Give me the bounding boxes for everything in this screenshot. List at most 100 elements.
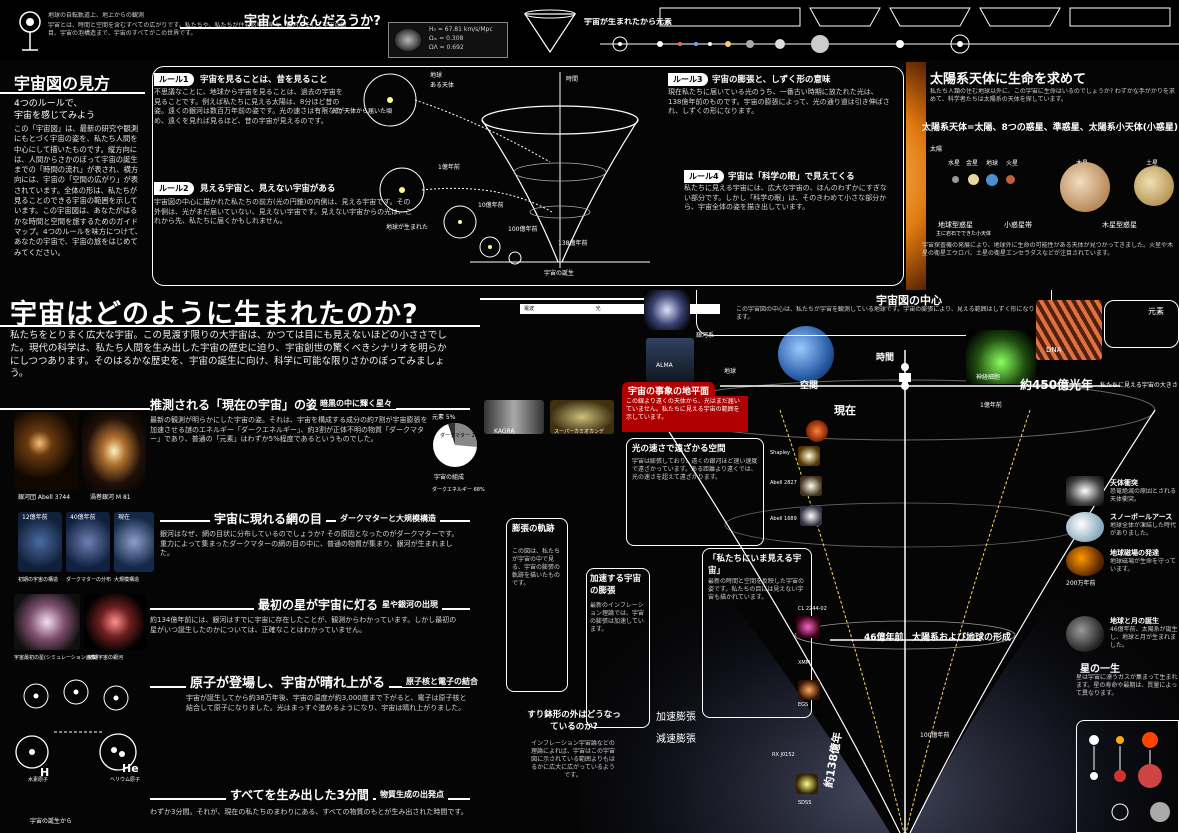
top-caption: 地球の自転軌道上、地上からの観測 bbox=[48, 12, 145, 19]
horizon-title: 宇宙の事象の地平面 bbox=[622, 382, 716, 399]
solar-body: 私たち人類の住む地球以外に、この宇宙に生命はいるのでしょうか? わずかな手がかり… bbox=[930, 88, 1175, 103]
snowball-title: スノーボールアース bbox=[1110, 513, 1173, 521]
diagram-mark-0: 1億年前 bbox=[438, 164, 460, 171]
accel-title: 加速する宇宙の膨張 bbox=[590, 574, 642, 596]
atom-he-caption: ヘリウム原子 bbox=[110, 777, 141, 783]
year200-label: 200万年前 bbox=[1066, 580, 1096, 587]
star-life-body: 星は宇宙に漂うガスが集まって生まれます。星の寿命や最期は、質量によって異なります… bbox=[1076, 674, 1178, 697]
track-body: この図は、私たちが宇宙の中で見る、宇宙の膨張の軌跡を描いたものです。 bbox=[512, 548, 561, 587]
galaxy-thumb-4 bbox=[798, 680, 820, 700]
year46-label: 46億年前 bbox=[864, 633, 904, 643]
structure-label-0: 12億年前 bbox=[22, 514, 48, 521]
composition-pie: 宇宙の組成 bbox=[430, 420, 480, 481]
planet-label-mars: 火星 bbox=[1006, 160, 1019, 167]
neuron-photo bbox=[966, 330, 1036, 384]
diagram-mark-2: 100億年前 bbox=[508, 226, 538, 233]
year10b-label: 100億年前 bbox=[920, 732, 950, 739]
center-title: 宇宙図の中心 bbox=[876, 294, 942, 307]
alma-label: ALMA bbox=[656, 362, 673, 369]
wave-bar bbox=[480, 298, 680, 300]
belt-sub: 主に岩石でできた小天体 bbox=[936, 231, 992, 237]
rule2-tag: ルール2 bbox=[154, 182, 194, 195]
diagram-mark-1: 10億年前 bbox=[478, 202, 504, 209]
section3-sub: 星や銀河の出現 bbox=[378, 599, 442, 610]
top-title-line bbox=[180, 27, 370, 29]
structure-photo-1 bbox=[66, 512, 110, 572]
section5-sub: 物質生成の出発点 bbox=[376, 789, 448, 800]
structure-photo-2 bbox=[114, 512, 154, 572]
section5-title: すべてを生み出した3分間 bbox=[226, 786, 373, 803]
impact-body: 恐竜絶滅の原因とされる天体衝突。 bbox=[1110, 488, 1177, 503]
light-speed-box bbox=[626, 438, 764, 546]
pie-label-1: ダークマター 26.8% bbox=[440, 433, 488, 439]
section2-title: 宇宙に現れる網の目 bbox=[210, 510, 327, 527]
solar-subtitle: 太陽系天体=太陽、8つの惑星、準惑星、太陽系小天体(小惑星) bbox=[922, 123, 1179, 133]
rules-diagram: 地球 ある天体 時間 光が天体から届いた頃 地球が生まれた 宇宙の誕生 1億年前… bbox=[330, 62, 660, 280]
diagram-time-label: 時間 bbox=[566, 76, 579, 83]
m81-label: 渦巻銀河 M 81 bbox=[90, 494, 131, 501]
solar-section: 太陽系天体に生命を求めて 私たち人類の住む地球以外に、この宇宙に生命はいるのでし… bbox=[906, 62, 1179, 290]
structure-label-2: 現在 bbox=[118, 514, 131, 521]
diagram-universe-label: 宇宙の誕生 bbox=[544, 270, 575, 277]
top-formula-box: H₀ = 67.81 km/s/Mpc Ωₘ = 0.308 ΩΛ = 0.69… bbox=[388, 22, 508, 58]
galaxy-small-4: EGS bbox=[798, 702, 809, 708]
galaxy-small-0: Shapley bbox=[770, 450, 791, 456]
section4-body: 宇宙が誕生してから約38万年後、宇宙の温度が約3,000度まで下がると、電子は原… bbox=[186, 694, 467, 712]
left-intro-subtitle-1: 4つのルールで、 bbox=[14, 99, 83, 109]
jupiter-icon bbox=[1060, 162, 1110, 212]
planet-label-saturn: 土星 bbox=[1146, 160, 1159, 167]
magnetic-body: 地球磁場が生命を守っています。 bbox=[1110, 558, 1176, 573]
year100-label: 1億年前 bbox=[980, 402, 1002, 409]
diagram-light-label: 光が天体から届いた頃 bbox=[332, 108, 393, 115]
section4: 原子が登場し、宇宙が晴れ上がる 原子核と電子の結合 宇宙が誕生してから約38万年… bbox=[0, 672, 482, 783]
alma-photo bbox=[646, 338, 694, 382]
rule3-tag: ルール3 bbox=[668, 73, 708, 86]
superk-label: スーパーカミオカンデ bbox=[554, 429, 604, 435]
space-axis-label: 空間 bbox=[800, 381, 819, 391]
snowball-body: 地球全体が凍結した時代がありました。 bbox=[1110, 522, 1177, 537]
left-intro-title: 宇宙図の見方 bbox=[14, 74, 111, 93]
solar-title: 太陽系天体に生命を求めて bbox=[930, 72, 1087, 87]
solar-form-label: 太陽系および地球の形成 bbox=[912, 633, 1012, 643]
top-born-cone bbox=[520, 6, 580, 56]
rule4-tag: ルール4 bbox=[684, 170, 724, 183]
satellite-icon bbox=[14, 6, 46, 54]
first-star-photo bbox=[14, 594, 80, 650]
pie-label-0: 元素 5% bbox=[432, 414, 456, 421]
section1: 推測される「現在の宇宙」の姿 暗黒の中に輝く星々 最新の観測が明らかにした宇宙の… bbox=[0, 392, 487, 507]
magnetic-title: 地球磁場の発達 bbox=[1110, 549, 1159, 557]
diagram-earth-label: 地球 bbox=[430, 72, 443, 79]
section1-sub: 暗黒の中に輝く星々 bbox=[316, 398, 396, 409]
first-star-caption: 宇宙最初の星(シミュレーション画像) bbox=[14, 655, 98, 661]
terrestrial-label: 地球型惑星 bbox=[938, 221, 973, 229]
section3: 最初の星が宇宙に灯る 星や銀河の出現 約134億年前には、銀河はすでに宇宙に存在… bbox=[0, 594, 480, 674]
milkyway-photo bbox=[644, 290, 690, 330]
diagram-born-label: 地球が生まれた bbox=[386, 224, 429, 231]
pie-caption: 宇宙の組成 bbox=[434, 474, 465, 481]
mercury-icon bbox=[952, 176, 959, 183]
light-speed-title: 光の速さで遠ざかる空間 bbox=[632, 444, 726, 454]
galaxy-thumb-0 bbox=[798, 446, 820, 466]
wave-label-radio: 電波 bbox=[524, 306, 535, 312]
moon-photo bbox=[1066, 616, 1104, 652]
see-title: 「私たちにいま見える宇宙」 bbox=[708, 554, 802, 576]
dna-photo bbox=[1036, 300, 1102, 360]
rule3-body: 現在私たちに届いている光のうち、一番古い時期に放たれた光は、138億年前のもので… bbox=[668, 88, 890, 115]
impact-title: 天体衝突 bbox=[1110, 479, 1138, 487]
vertical-accel: 加速膨張 bbox=[656, 712, 696, 723]
section5-caption: 宇宙の誕生から bbox=[30, 818, 73, 825]
kagra-photo bbox=[484, 400, 544, 434]
section2: 宇宙に現れる網の目 ダークマターと大規模構造 銀河はなぜ、網の目状に分布している… bbox=[0, 508, 480, 600]
jovian-label: 木星型惑星 bbox=[1102, 221, 1137, 229]
rule2-body: 宇宙図の中心に描かれた私たちの前方(光の円錐)の内側は、見える宇宙です。その外側… bbox=[154, 198, 413, 225]
top-timeline bbox=[600, 30, 1179, 58]
formula-2: ΩΛ = 0.692 bbox=[429, 44, 464, 51]
diagram-star-label: ある天体 bbox=[430, 82, 455, 89]
galaxy-small-7: SDSS bbox=[798, 800, 812, 806]
planet-label-venus: 金星 bbox=[966, 160, 979, 167]
section5: すべてを生み出した3分間 物質生成の出発点 わずか3分間。それが、現在の私たちの… bbox=[0, 786, 480, 833]
wave-label-light: 光 bbox=[595, 306, 601, 312]
galaxy-thumb-3 bbox=[796, 616, 820, 638]
galaxy-small-5: RX J0152 bbox=[772, 752, 795, 758]
star-life-title: 星の一生 bbox=[1080, 664, 1120, 675]
